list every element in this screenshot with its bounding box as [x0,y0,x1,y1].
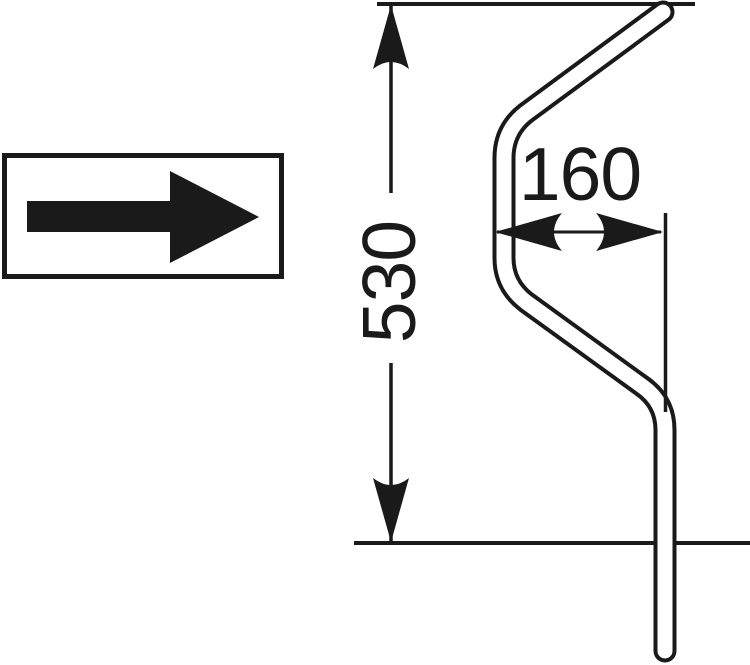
horizontal-dimension-label: 160 [519,132,641,216]
arrowhead-up-icon [373,5,409,69]
horizontal-dimension-line [495,213,663,251]
tube-interior [496,4,673,659]
direction-arrow-icon [27,171,259,263]
vertical-dimension-label: 530 [347,221,431,343]
arrowhead-left-icon [495,213,562,251]
arrowhead-down-icon [373,478,409,542]
direction-indicator [2,153,284,279]
vertical-dimension-line [373,5,409,542]
bent-tube [492,0,677,663]
arrowhead-right-icon [596,213,663,251]
